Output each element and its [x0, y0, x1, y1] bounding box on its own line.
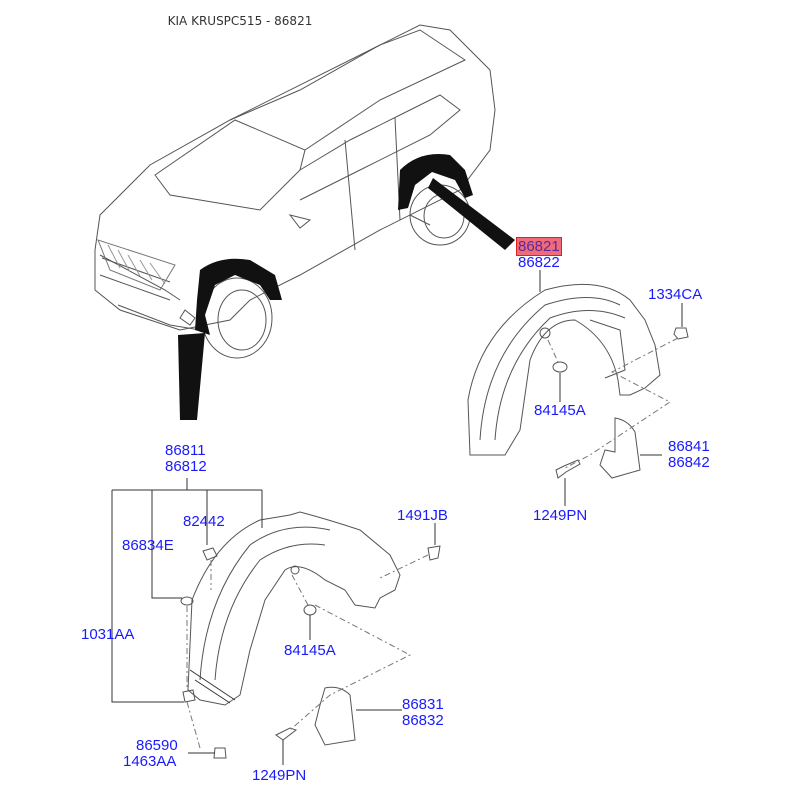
vehicle-illustration — [94, 24, 496, 359]
part-label-86821[interactable]: 86821 — [516, 237, 562, 256]
part-label-1249PN-front[interactable]: 1249PN — [252, 767, 307, 784]
front-clip-b-part — [427, 545, 441, 561]
leader-lines — [111, 270, 683, 765]
part-label-86834E[interactable]: 86834E — [122, 537, 174, 554]
part-label-86842[interactable]: 86842 — [668, 454, 710, 471]
part-label-86841[interactable]: 86841 — [668, 438, 710, 455]
part-label-82442[interactable]: 82442 — [183, 513, 225, 530]
front-clip-part — [202, 547, 218, 561]
rear-guard-highlight — [398, 154, 515, 250]
front-screw-ab-part — [213, 747, 227, 759]
diagram-title: KIA KRUSPC515 - 86821 — [167, 14, 313, 28]
front-washer-part — [180, 596, 194, 606]
part-label-86822[interactable]: 86822 — [518, 254, 560, 271]
rear-grommet-part — [552, 361, 568, 373]
alignment-lines — [186, 337, 679, 749]
part-label-86832[interactable]: 86832 — [402, 712, 444, 729]
part-label-1031AA[interactable]: 1031AA — [81, 626, 135, 643]
rear-screw-part — [555, 459, 581, 479]
front-grommet-part — [303, 604, 317, 616]
part-label-1249PN-rear[interactable]: 1249PN — [533, 507, 588, 524]
rear-nut-part — [673, 327, 689, 340]
part-label-86831[interactable]: 86831 — [402, 696, 444, 713]
part-label-84145A-rear[interactable]: 84145A — [534, 402, 586, 419]
front-wheel-guard-part — [187, 511, 401, 706]
part-label-86812[interactable]: 86812 — [165, 458, 207, 475]
front-bolt-part — [182, 689, 196, 703]
front-guard-highlight — [178, 258, 282, 420]
part-label-84145A-front[interactable]: 84145A — [284, 642, 336, 659]
rear-mudflap-part — [599, 417, 641, 479]
front-screw-c-part — [275, 727, 298, 741]
part-label-86811[interactable]: 86811 — [165, 442, 206, 459]
rear-wheel-guard-part — [467, 283, 661, 456]
front-mudflap-part — [314, 686, 356, 746]
part-label-1334CA[interactable]: 1334CA — [648, 286, 703, 303]
part-label-86590[interactable]: 86590 — [136, 737, 178, 754]
part-label-1463AA[interactable]: 1463AA — [123, 753, 177, 770]
part-label-1491JB[interactable]: 1491JB — [397, 507, 448, 524]
